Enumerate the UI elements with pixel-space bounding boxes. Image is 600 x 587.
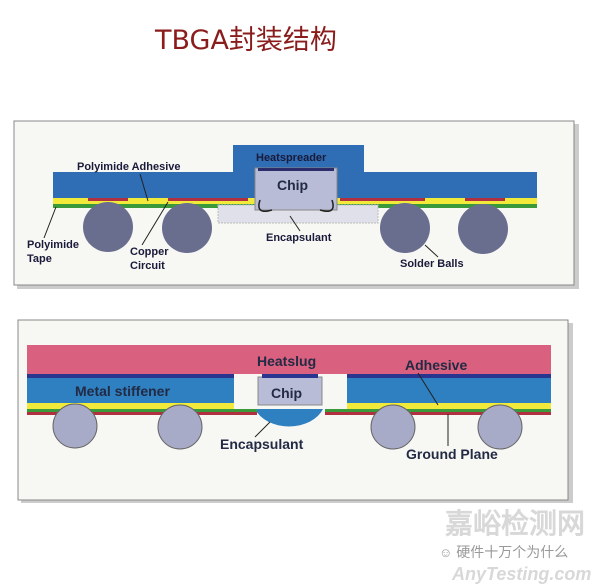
tape-layer xyxy=(347,403,551,409)
bond-wires xyxy=(258,199,334,212)
polyimide-tape-label-1: Polyimide xyxy=(27,239,79,251)
metal-stiffener xyxy=(347,378,551,403)
ground-plane xyxy=(27,412,257,415)
heatspreader-label: Heatspreader xyxy=(256,152,327,164)
leader-line xyxy=(139,173,149,202)
solder-ball xyxy=(370,404,416,450)
copper-trace xyxy=(465,198,505,201)
copper-circuit-label-2: Circuit xyxy=(130,260,165,272)
chip xyxy=(254,167,338,211)
copper-trace xyxy=(340,198,425,201)
adhesive-layer xyxy=(27,374,234,378)
leader-line xyxy=(254,421,271,438)
page-title: TBGA封装结构 xyxy=(155,25,337,56)
adhesive-label: Adhesive xyxy=(405,357,467,373)
chip-label: Chip xyxy=(271,385,302,401)
green-layer xyxy=(27,409,257,412)
leader-line xyxy=(417,372,439,406)
diagram-2: Heatslug Adhesive Metal stiffener Chip E… xyxy=(17,319,573,503)
heatslug xyxy=(27,345,551,374)
solder-ball xyxy=(458,204,508,254)
polyimide-tape-label-2: Tape xyxy=(27,253,52,265)
polyimide-adhesive-label: Polyimide Adhesive xyxy=(77,161,181,173)
copper-trace xyxy=(88,198,128,201)
leader-line xyxy=(141,201,169,246)
heatslug-label: Heatslug xyxy=(257,353,316,369)
watermark-site-cn: 嘉峪检测网 xyxy=(445,507,586,540)
encapsulant-label: Encapsulant xyxy=(266,232,332,244)
solder-ball xyxy=(380,203,430,253)
leader-line xyxy=(424,244,439,258)
encapsulant xyxy=(255,409,323,427)
metal-stiffener-label: Metal stiffener xyxy=(75,383,170,399)
leader-line xyxy=(289,215,301,232)
solder-ball xyxy=(162,203,212,253)
tape-layer xyxy=(27,403,234,409)
solder-ball xyxy=(52,403,98,449)
watermark-account: 硬件十万个为什么 xyxy=(456,545,569,561)
chip-label: Chip xyxy=(277,177,308,193)
watermark-site-en: AnyTesting.com xyxy=(452,564,592,584)
ground-plane xyxy=(325,412,551,415)
ground-plane-label: Ground Plane xyxy=(406,446,498,462)
solder-ball xyxy=(157,404,203,450)
die-attach xyxy=(258,168,334,171)
copper-trace xyxy=(168,198,248,201)
leader-line xyxy=(43,206,57,239)
watermark-account-row: ☺硬件十万个为什么 xyxy=(439,544,568,562)
solder-ball xyxy=(83,202,133,252)
encapsulant-label: Encapsulant xyxy=(220,436,304,452)
wechat-icon: ☺ xyxy=(439,545,453,560)
die-attach xyxy=(262,374,318,378)
green-layer xyxy=(325,409,551,412)
metal-stiffener xyxy=(27,378,234,403)
solder-ball xyxy=(477,404,523,450)
copper-circuit-label-1: Copper xyxy=(130,246,169,258)
solder-balls-label: Solder Balls xyxy=(400,258,464,270)
adhesive-layer xyxy=(347,374,551,378)
chip xyxy=(257,376,323,406)
diagram-1: Heatspreader Chip Polyimide Adhesive Pol… xyxy=(13,120,579,289)
